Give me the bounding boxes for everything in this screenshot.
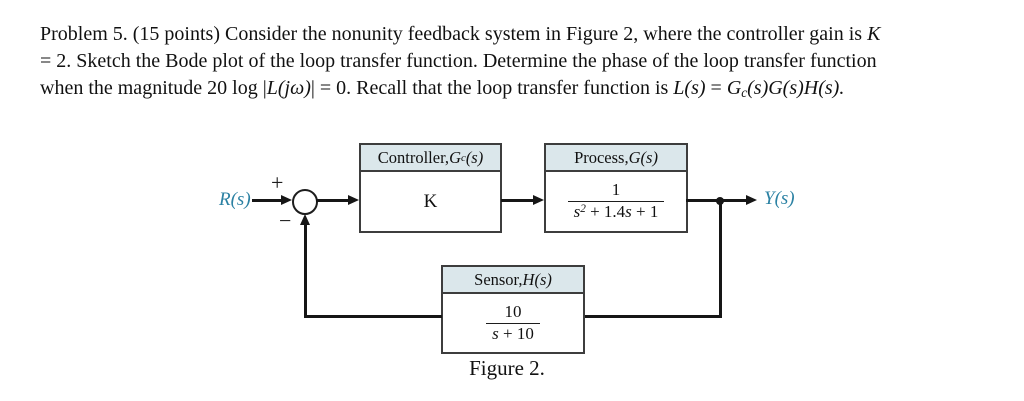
sum-to-controller-line — [316, 199, 349, 202]
sensor-block-header: Sensor, H(s) — [443, 267, 583, 294]
problem-text-segment: (s)G(s)H(s). — [747, 77, 845, 99]
problem-text-segment: c — [741, 84, 748, 100]
problem-text-segment: L(s) — [673, 77, 706, 99]
sum-plus-sign: + — [271, 170, 284, 195]
problem-text-segment: K — [867, 23, 881, 45]
feedback-up-line — [304, 224, 307, 318]
sensor-denominator: s + 10 — [486, 322, 540, 345]
process-den-segment: s — [625, 202, 632, 221]
sensor-numerator: 10 — [504, 301, 522, 321]
process-block: Process, G(s) 1 s2 + 1.4s + 1 — [544, 143, 688, 233]
problem-text-segment: G — [726, 77, 742, 99]
feedback-right-line — [584, 315, 722, 318]
controller-header-segment: Controller, — [377, 147, 450, 167]
sensor-fraction: 10 s + 10 — [486, 302, 540, 344]
input-signal-label: R(s) — [219, 189, 251, 210]
problem-text-segment: when the magnitude 20 log | — [40, 77, 267, 99]
output-signal-label: Y(s) — [764, 188, 795, 209]
problem-text-segment: L(jω) — [266, 77, 311, 99]
process-denominator: s2 + 1.4s + 1 — [567, 201, 665, 223]
process-den-segment: + 1.4 — [585, 202, 626, 221]
process-numerator: 1 — [611, 180, 621, 200]
problem-text-segment: | = 0. Recall that the loop transfer fun… — [310, 77, 674, 99]
controller-header-segment: c — [460, 151, 466, 164]
feedback-down-line — [719, 199, 722, 318]
sensor-den-segment: s — [492, 323, 499, 343]
problem-text-segment: = — [705, 77, 727, 99]
controller-header-segment: G — [449, 147, 461, 167]
sum-minus-sign: − — [279, 208, 292, 233]
controller-to-process-line — [501, 199, 534, 202]
sensor-header-segment: Sensor, — [474, 269, 523, 289]
sensor-den-segment: + 10 — [498, 323, 534, 343]
problem-line-2: = 2. Sketch the Bode plot of the loop tr… — [40, 48, 1000, 75]
process-transfer-function: 1 s2 + 1.4s + 1 — [546, 172, 686, 231]
figure-caption: Figure 2. — [469, 356, 545, 380]
process-den-segment: s — [573, 202, 581, 221]
problem-text-segment: Problem 5. (15 points) Consider the nonu… — [40, 23, 868, 45]
process-block-header: Process, G(s) — [546, 145, 686, 172]
feedback-left-line — [304, 315, 442, 318]
controller-gain-value: K — [423, 190, 438, 212]
input-arrow-line — [252, 199, 282, 202]
problem-line-3: when the magnitude 20 log |L(jω)| = 0. R… — [40, 75, 1000, 106]
problem-text-segment: = 2. Sketch the Bode plot of the loop tr… — [40, 50, 877, 72]
controller-header-segment: (s) — [465, 147, 484, 167]
sensor-block: Sensor, H(s) 10 s + 10 — [441, 265, 585, 354]
process-den-segment: 2 — [580, 202, 586, 215]
controller-arrowhead-icon — [348, 195, 359, 205]
problem-statement: Problem 5. (15 points) Consider the nonu… — [40, 21, 1000, 106]
process-fraction: 1 s2 + 1.4s + 1 — [567, 180, 665, 223]
problem-line-1: Problem 5. (15 points) Consider the nonu… — [40, 21, 1000, 48]
feedback-arrowhead-icon — [300, 214, 310, 225]
sensor-transfer-function: 10 s + 10 — [443, 294, 583, 352]
process-arrowhead-icon — [533, 195, 544, 205]
output-arrowhead-icon — [746, 195, 757, 205]
summing-junction — [292, 189, 318, 215]
input-arrowhead-icon — [281, 195, 292, 205]
process-header-segment: Process, — [574, 147, 629, 167]
sensor-header-segment: H(s) — [522, 269, 552, 289]
process-header-segment: G(s) — [628, 147, 658, 167]
process-den-segment: + 1 — [631, 202, 659, 221]
